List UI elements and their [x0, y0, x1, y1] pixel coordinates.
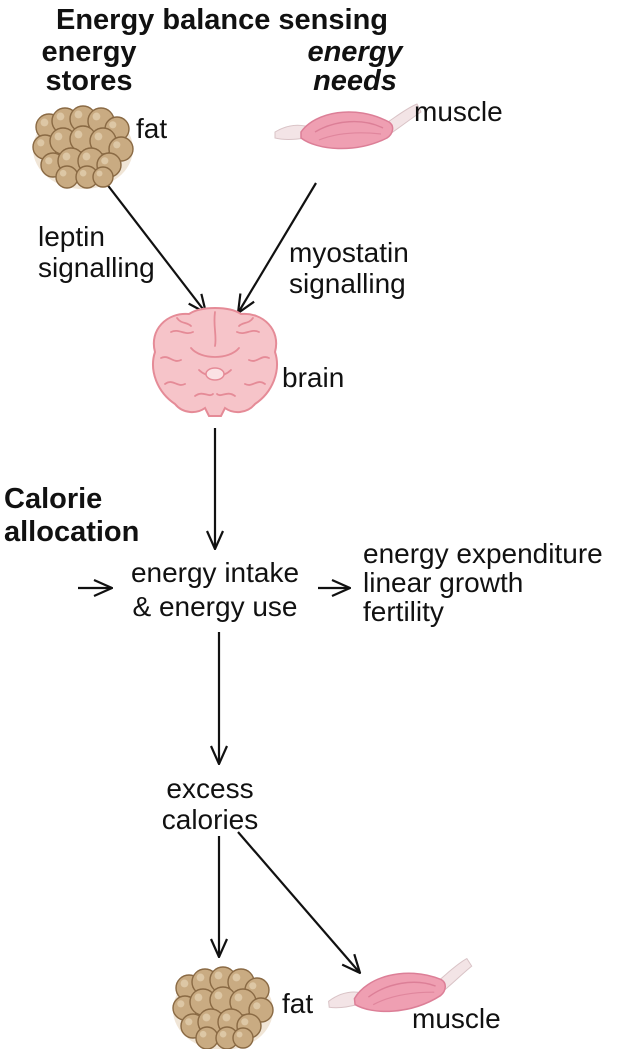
excess-calories-node: excess calories: [130, 773, 290, 836]
fat-label-top: fat: [136, 113, 168, 144]
fat-cells-icon: [172, 966, 274, 1049]
fat-label-bottom: fat: [282, 988, 314, 1019]
outcomes-list: energy expenditure linear growth fertili…: [363, 538, 603, 627]
energy-stores-line-1: energy: [41, 36, 137, 68]
myostatin-line-2: signalling: [289, 267, 406, 299]
energy-needs-line-2: needs: [313, 65, 397, 97]
myostatin-line-1: myostatin: [289, 237, 409, 268]
excess-line-2: calories: [161, 803, 259, 835]
arrows: [78, 182, 360, 973]
leptin-signalling-label: leptin signalling: [38, 221, 155, 284]
outcome-linear-growth: linear growth: [363, 566, 524, 598]
energy-stores-line-2: stores: [45, 65, 133, 97]
energy-needs-line-1: energy: [307, 36, 403, 68]
diagram-title: Energy balance sensing: [56, 4, 389, 36]
muscle-label-top: muscle: [414, 96, 503, 127]
energy-intake-node: energy intake & energy use: [110, 556, 320, 623]
outcome-fertility: fertility: [363, 595, 444, 627]
calorie-line-1: Calorie: [4, 483, 103, 515]
energy-needs-heading: energy needs: [300, 38, 410, 96]
intake-line-1: energy intake: [130, 557, 300, 588]
muscle-icon: [274, 103, 422, 150]
intake-line-2: & energy use: [132, 590, 298, 622]
arrow-fat-to-brain: [105, 182, 206, 313]
calorie-allocation-heading: Calorie allocation: [4, 483, 139, 550]
leptin-line-1: leptin: [38, 221, 105, 252]
arrow-excess-to-muscle: [237, 831, 360, 973]
energy-stores-heading: energy stores: [34, 38, 144, 96]
brain-icon: [152, 307, 278, 417]
arrow-muscle-to-brain: [238, 182, 317, 313]
calorie-line-2: allocation: [4, 516, 140, 549]
outcome-energy-expenditure: energy expenditure: [363, 538, 603, 569]
muscle-icon: [328, 957, 473, 1013]
brain-label: brain: [282, 362, 345, 393]
fat-cells-icon: [32, 105, 134, 189]
excess-line-1: excess: [166, 773, 254, 804]
leptin-line-2: signalling: [38, 251, 155, 283]
myostatin-signalling-label: myostatin signalling: [289, 237, 409, 300]
muscle-label-bottom: muscle: [412, 1003, 501, 1034]
